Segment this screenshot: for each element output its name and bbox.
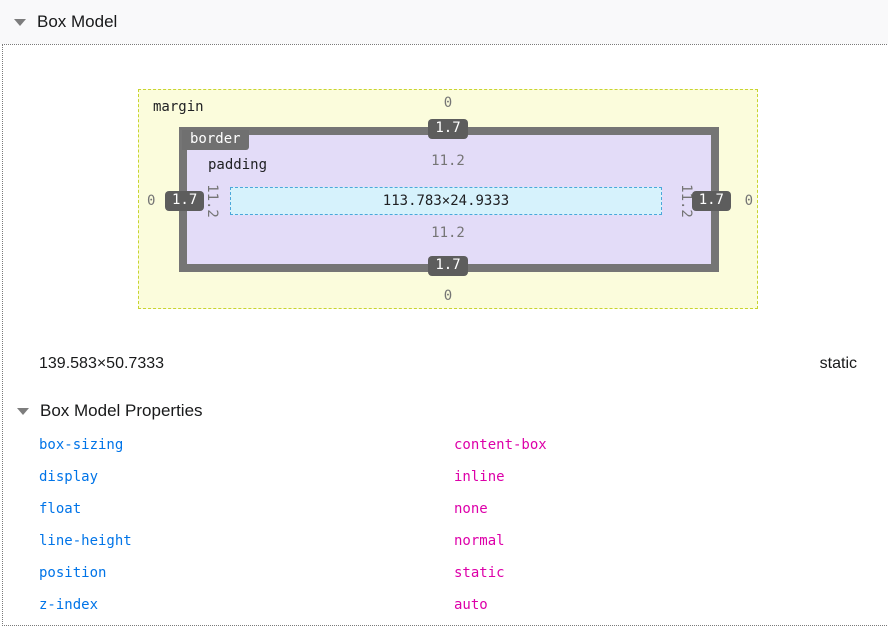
property-value: static [454, 565, 505, 581]
border-label: border [182, 130, 249, 150]
box-model-section-header[interactable]: Box Model [0, 0, 888, 44]
property-name: box-sizing [39, 437, 124, 453]
boxmodel-margin-box[interactable]: margin border padding 113.783×24.9333 0 … [138, 89, 758, 309]
border-left-value[interactable]: 1.7 [165, 191, 205, 211]
property-value: none [454, 501, 488, 517]
property-row[interactable]: z-index auto [3, 589, 887, 621]
property-name: float [39, 501, 82, 517]
properties-title: Box Model Properties [40, 401, 203, 420]
chevron-down-icon[interactable] [14, 18, 26, 26]
property-row[interactable]: box-sizing content-box [3, 429, 887, 461]
box-model-properties-header[interactable]: Box Model Properties [3, 397, 203, 425]
element-position: static [819, 355, 857, 372]
padding-bottom-value[interactable]: 11.2 [431, 225, 465, 241]
padding-top-value[interactable]: 11.2 [431, 153, 465, 169]
property-value: content-box [454, 437, 547, 453]
properties-list: box-sizing content-box display inline fl… [3, 429, 887, 621]
section-title: Box Model [37, 12, 118, 31]
border-right-value[interactable]: 1.7 [691, 191, 731, 211]
property-row[interactable]: position static [3, 557, 887, 589]
padding-left-value[interactable]: 11.2 [204, 184, 220, 218]
margin-right-value[interactable]: 0 [744, 193, 753, 209]
property-row[interactable]: float none [3, 493, 887, 525]
boxmodel-content-box[interactable]: 113.783×24.9333 [230, 187, 662, 215]
element-summary-row: 139.583×50.7333 static [3, 355, 887, 373]
property-name: position [39, 565, 107, 581]
property-value: inline [454, 469, 505, 485]
property-value: normal [454, 533, 505, 549]
chevron-down-icon[interactable] [17, 407, 29, 415]
margin-left-value[interactable]: 0 [147, 193, 156, 209]
property-row[interactable]: line-height normal [3, 525, 887, 557]
margin-top-value[interactable]: 0 [443, 95, 453, 111]
border-bottom-value[interactable]: 1.7 [428, 256, 468, 276]
property-name: display [39, 469, 99, 485]
margin-label: margin [153, 99, 204, 115]
element-dimensions: 139.583×50.7333 [39, 355, 165, 372]
border-top-value[interactable]: 1.7 [428, 119, 468, 139]
box-model-panel: margin border padding 113.783×24.9333 0 … [2, 44, 887, 626]
margin-bottom-value[interactable]: 0 [443, 288, 453, 304]
property-name: z-index [39, 597, 99, 613]
property-name: line-height [39, 533, 132, 549]
property-value: auto [454, 597, 488, 613]
property-row[interactable]: display inline [3, 461, 887, 493]
content-size-value[interactable]: 113.783×24.9333 [382, 193, 510, 209]
padding-label: padding [208, 157, 268, 173]
